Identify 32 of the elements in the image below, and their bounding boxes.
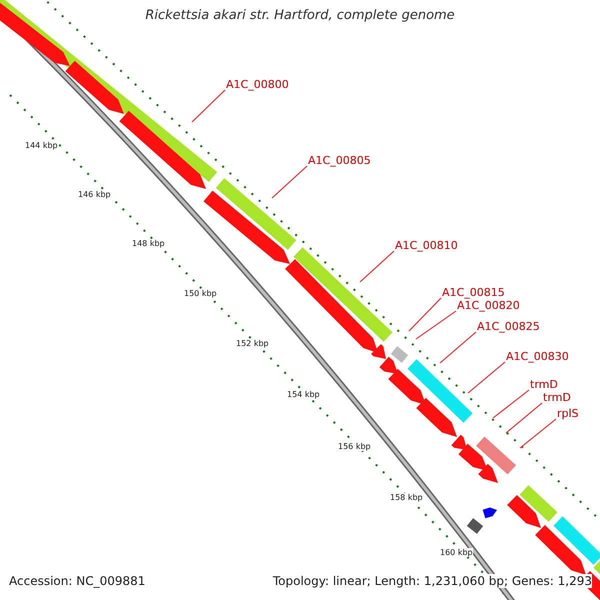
title: Rickettsia akari str. Hartford, complete genome xyxy=(144,8,456,23)
scale-label: 148 kbp xyxy=(132,239,165,248)
scale-label: 154 kbp xyxy=(287,390,320,399)
scale-label: 160 kbp xyxy=(440,548,473,557)
scale-label: 144 kbp xyxy=(25,141,58,150)
leader-line xyxy=(192,90,226,122)
gene-label: A1C_00810 xyxy=(395,239,458,252)
leader-line xyxy=(272,166,308,198)
leader-line xyxy=(360,250,394,282)
scale-label: 158 kbp xyxy=(390,493,423,502)
gene-label: A1C_00805 xyxy=(308,154,371,167)
gene-label: rplS xyxy=(557,407,579,420)
scale-label: 156 kbp xyxy=(338,442,371,451)
leader-line xyxy=(408,298,442,332)
scale-label: 152 kbp xyxy=(236,339,269,348)
leader-line xyxy=(468,362,506,394)
gene-label: A1C_00825 xyxy=(477,320,540,333)
leader-line xyxy=(492,390,530,418)
gene-label: A1C_00830 xyxy=(506,350,569,363)
genome-info-text: Topology: linear; Length: 1,231,060 bp; Genes: 1,293 xyxy=(272,574,592,588)
gene-label: trmD xyxy=(530,378,558,391)
gene-label: A1C_00800 xyxy=(226,78,289,91)
leader-line xyxy=(416,310,456,340)
gene-label: trmD xyxy=(543,391,571,404)
leader-line xyxy=(506,402,542,434)
leader-line xyxy=(520,418,556,448)
gene-label: A1C_00815 xyxy=(442,286,505,299)
leader-line xyxy=(440,332,476,364)
scale-label: 146 kbp xyxy=(78,190,111,199)
accession-text: Accession: NC_009881 xyxy=(9,574,146,588)
gene-label: A1C_00820 xyxy=(457,299,520,312)
scale-label: 150 kbp xyxy=(184,289,217,298)
